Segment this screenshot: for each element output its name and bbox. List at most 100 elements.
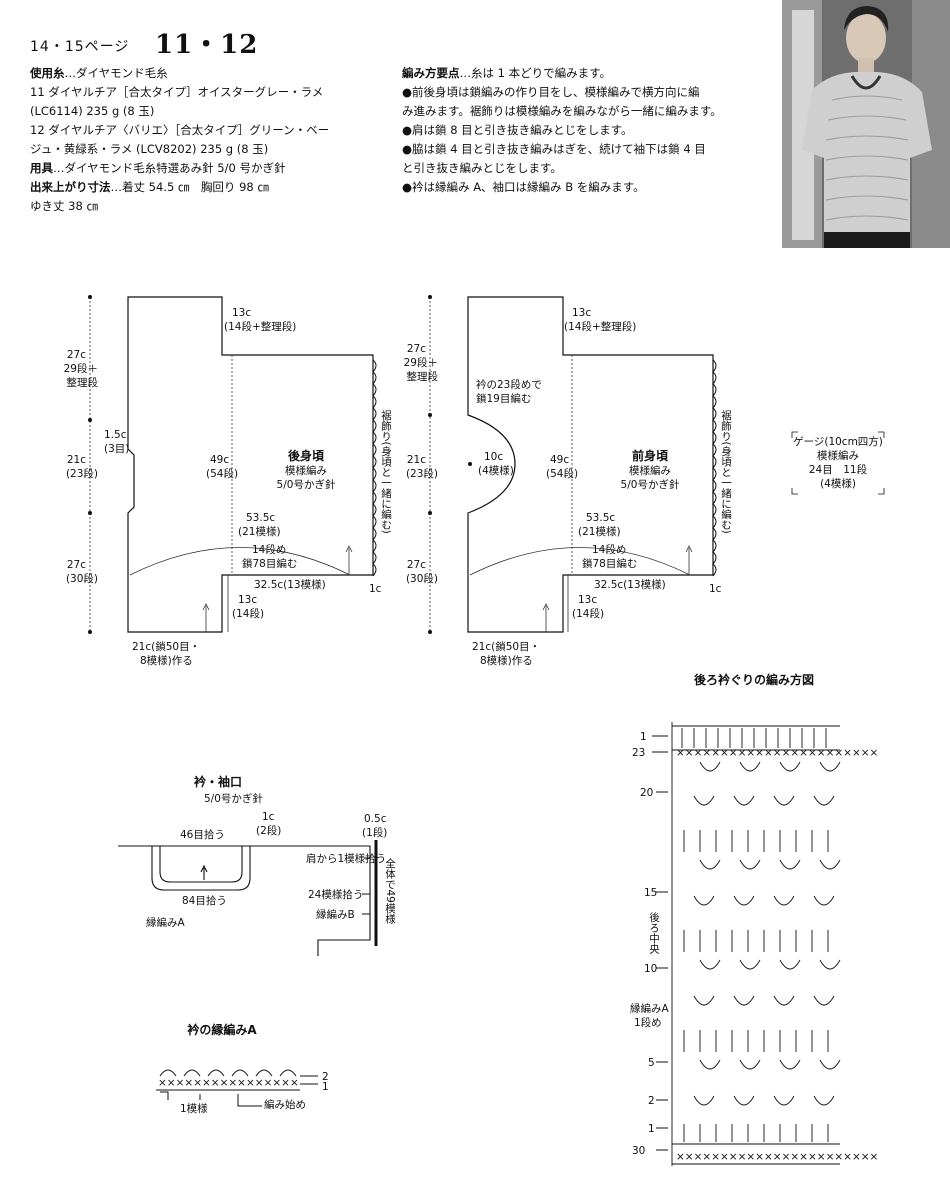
front-top-dim-2: (14段+整理段) (564, 320, 636, 333)
cuff-height: 0.5c (364, 813, 387, 825)
chart-row-f: 5 (648, 1057, 655, 1069)
back-body-outline (127, 296, 374, 633)
model-photo (782, 0, 950, 248)
front-cast-on: 21c(鎖50目・ (472, 640, 540, 653)
back-body-pattern: 模様編み (285, 464, 327, 477)
front-bottom-width: 32.5c(13模様) (594, 578, 666, 591)
edging-a-repeat: 1模様 (180, 1102, 208, 1115)
materials-block: 使用糸…ダイヤモンド毛糸 11 ダイヤルチア［合太タイプ］オイスターグレー・ラメ… (30, 64, 390, 216)
yarn-12b: ジュ・黄緑系・ラメ (LCV8202) 235 g (8 玉) (30, 142, 269, 156)
instruction-1b: み進みます。裾飾りは模様編みを編みながら一緒に編みます。 (402, 104, 722, 118)
chart-row-c: 20 (640, 787, 653, 799)
back-top-dim: 13c (232, 307, 251, 319)
size-label: 出来上がり寸法 (30, 180, 111, 194)
collar-height-2: (2段) (256, 824, 281, 837)
front-width-dim-2: (21模様) (578, 525, 621, 538)
yarn-11: 11 ダイヤルチア［合太タイプ］オイスターグレー・ラメ (30, 85, 324, 99)
front-left-dim-3: 27c (407, 559, 426, 571)
instruction-3: ●脇は鎖 4 目と引き抜き編みはぎを、続けて袖下は鎖 4 目 (402, 142, 706, 156)
chart-row-e: 10 (644, 963, 657, 975)
front-neck-note-2: 鎖19目編む (476, 392, 531, 405)
back-left-dim-2: 21c (67, 454, 86, 466)
front-left-dim-3b: (30段) (406, 572, 438, 585)
back-hem-label: 裾飾り(身頃と一緒に編む) (380, 409, 392, 533)
size: …着丈 54.5 ㎝ 胸回り 98 ㎝ (110, 180, 269, 194)
front-left-dim-1b: 29段＋ (404, 356, 438, 369)
back-cast-on-2: 8模様)作る (140, 654, 193, 667)
front-hem-scallops (712, 359, 717, 577)
pick-46: 46目拾う (180, 828, 225, 841)
edging-b-label: 縁編みB (316, 908, 355, 921)
front-neck-depth-2: (4模様) (478, 464, 514, 477)
chart-row-a: 1 (640, 731, 647, 743)
chart-row-h: 1 (648, 1123, 655, 1135)
back-rows-2: 鎖78目編む (242, 557, 297, 570)
gauge-pattern: 模様編み (817, 449, 859, 462)
edging-a-stitches: ×××××××××××××××× (158, 1077, 299, 1089)
edging-a-row-1: 1 (322, 1081, 329, 1093)
back-body-hook: 5/0号かぎ針 (277, 478, 336, 491)
tools: …ダイヤモンド毛糸特選あみ針 5/0 号かぎ針 (53, 161, 286, 175)
chart-row-g: 2 (648, 1095, 655, 1107)
back-body-title: 後身頃 (288, 448, 325, 463)
back-width-dim-2: (21模様) (238, 525, 281, 538)
chart-stitch-row: ××××××××××××××××××××××× (676, 747, 878, 759)
back-width-dim: 53.5c (246, 512, 275, 524)
yarn-brand: …ダイヤモンド毛糸 (64, 66, 168, 80)
instruction-2: ●肩は鎖 8 目と引き抜き編みとじをします。 (402, 123, 633, 137)
back-notch-dim: 1.5c (104, 429, 127, 441)
yarn-11b: (LC6114) 235 g (8 玉) (30, 104, 155, 118)
total-repeats: 全体で49模様 (384, 857, 396, 924)
front-small-dim-2: (14段) (572, 607, 604, 620)
back-left-dim-1c: 整理段 (67, 376, 99, 389)
front-hem-label: 裾飾り(身頃と一緒に編む) (720, 409, 732, 533)
chart-center-label: 後ろ中央 (648, 911, 660, 955)
gauge-title: ゲージ(10cm四方) (793, 435, 883, 448)
back-neck-chart (652, 722, 841, 1166)
front-small-dim: 13c (578, 594, 597, 606)
front-rows-2: 鎖78目編む (582, 557, 637, 570)
back-left-dim-2b: (23段) (66, 467, 98, 480)
front-top-dim: 13c (572, 307, 591, 319)
front-neck-note: 衿の23段めで (476, 378, 542, 391)
front-body-title: 前身頃 (632, 448, 669, 463)
back-left-dim-3b: (30段) (66, 572, 98, 585)
front-mid-dim: 49c (550, 454, 569, 466)
front-edge-dim: 1c (709, 583, 722, 595)
page-reference: 14・15ページ (30, 39, 130, 55)
instructions-label: 編み方要点 (402, 66, 460, 80)
instructions-intro: …糸は 1 本どりで編みます。 (459, 66, 611, 80)
chart-title: 後ろ衿ぐりの編み方図 (694, 672, 814, 687)
back-small-dim: 13c (238, 594, 257, 606)
pick-24: 24模様拾う (308, 888, 363, 901)
pick-84: 84目拾う (182, 894, 227, 907)
back-notch-dim-2: (3目) (104, 443, 129, 455)
chart-row-d: 15 (644, 887, 657, 899)
instruction-1: ●前後身頃は鎖編みの作り目をし、模様編みで横方向に編 (402, 85, 700, 99)
front-neck-depth: 10c (484, 451, 503, 463)
back-cast-on: 21c(鎖50目・ (132, 640, 200, 653)
collar-cuff-hook: 5/0号かぎ針 (204, 792, 263, 805)
back-mid-dim: 49c (210, 454, 229, 466)
model-photo-illustration (782, 0, 950, 248)
back-left-dim-3: 27c (67, 559, 86, 571)
chart-row-b: 23 (632, 747, 645, 759)
front-mid-dim-2: (54段) (546, 467, 578, 480)
front-left-dim-1c: 整理段 (407, 370, 439, 383)
front-cast-on-2: 8模様)作る (480, 654, 533, 667)
front-body-pattern: 模様編み (629, 464, 671, 477)
edging-a-title: 衿の縁編みA (187, 1022, 257, 1037)
pattern-number: 11・12 (155, 30, 259, 60)
chart-stitch-row-bottom: ××××××××××××××××××××××× (676, 1151, 878, 1163)
cuff-height-2: (1段) (362, 826, 387, 839)
size-2: ゆき丈 38 ㎝ (30, 199, 98, 213)
gauge-sub: (4模様) (820, 477, 856, 490)
front-width-dim: 53.5c (586, 512, 615, 524)
back-rows: 14段め (252, 543, 286, 556)
front-body-hook: 5/0号かぎ針 (621, 478, 680, 491)
back-bottom-width: 32.5c(13模様) (254, 578, 326, 591)
collar-height: 1c (262, 811, 275, 823)
yarn-12: 12 ダイヤルチア〈バリエ〉［合太タイプ］グリーン・ベー (30, 123, 330, 137)
yarn-label: 使用糸 (30, 66, 65, 80)
